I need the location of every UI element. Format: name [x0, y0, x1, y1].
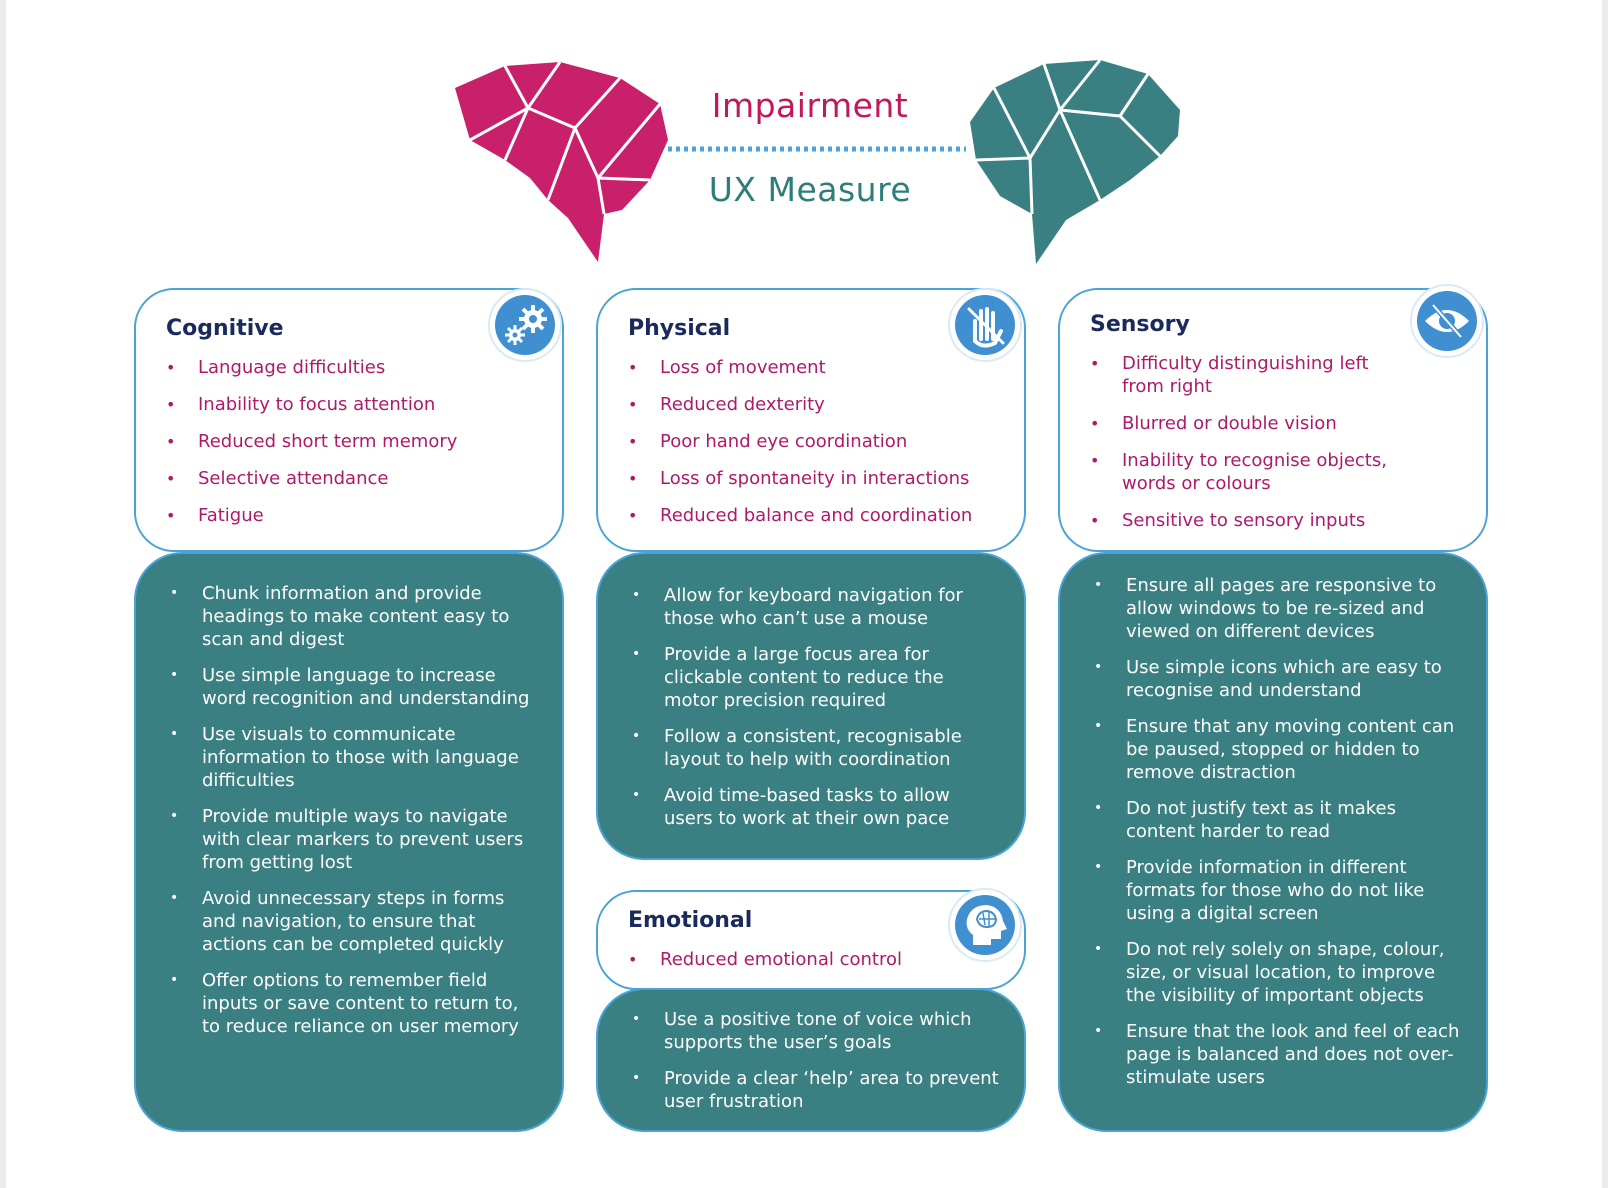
sensory-ux-box: Ensure all pages are responsive to allow…: [1058, 552, 1488, 1132]
physical-ux-list: Allow for keyboard navigation for those …: [632, 584, 1002, 830]
list-item: Provide a clear ‘help’ area to prevent u…: [632, 1067, 1002, 1113]
impairment-label: Impairment: [711, 86, 909, 125]
list-item: Reduced short term memory: [166, 430, 542, 453]
list-item: Provide information in different formats…: [1094, 856, 1464, 925]
sensory-impairment-list: Difficulty distinguishing left from righ…: [1090, 352, 1466, 532]
cognitive-impairment-box: Cognitive Language difficulties Inabilit…: [134, 288, 564, 552]
left-edge: [0, 0, 6, 1188]
header-graphic: [455, 59, 1180, 264]
cognitive-impairment-list: Language difficulties Inability to focus…: [166, 356, 542, 527]
list-item: Ensure all pages are responsive to allow…: [1094, 574, 1464, 643]
list-item: Use simple language to increase word rec…: [170, 664, 540, 710]
list-item: Use visuals to communicate information t…: [170, 723, 540, 792]
list-item: Inability to focus attention: [166, 393, 542, 416]
list-item: Chunk information and provide headings t…: [170, 582, 540, 651]
emotional-ux-box: Use a positive tone of voice which suppo…: [596, 988, 1026, 1132]
eye-slash-icon: [1410, 284, 1484, 358]
cognitive-ux-box: Chunk information and provide headings t…: [134, 552, 564, 1132]
list-item: Do not justify text as it makes content …: [1094, 797, 1464, 843]
list-item: Provide multiple ways to navigate with c…: [170, 805, 540, 874]
list-item: Provide a large focus area for clickable…: [632, 643, 1002, 712]
physical-title: Physical: [628, 316, 731, 341]
cognitive-title: Cognitive: [166, 316, 284, 341]
emotional-ux-list: Use a positive tone of voice which suppo…: [632, 1008, 1002, 1113]
cognitive-ux-list: Chunk information and provide headings t…: [170, 582, 540, 1038]
list-item: Blurred or double vision: [1090, 412, 1466, 435]
list-item: Inability to recognise objects, words or…: [1090, 449, 1466, 495]
list-item: Ensure that the look and feel of each pa…: [1094, 1020, 1464, 1089]
physical-ux-box: Allow for keyboard navigation for those …: [596, 552, 1026, 860]
list-item: Reduced dexterity: [628, 393, 1004, 416]
list-item: Fatigue: [166, 504, 542, 527]
list-item: Follow a consistent, recognisable layout…: [632, 725, 1002, 771]
hand-icon: [948, 288, 1022, 362]
list-item: Allow for keyboard navigation for those …: [632, 584, 1002, 630]
head-brain-icon: [948, 888, 1022, 962]
gears-icon: [488, 288, 562, 362]
emotional-impairment-list: Reduced emotional control: [628, 948, 1004, 971]
list-item: Avoid time-based tasks to allow users to…: [632, 784, 1002, 830]
physical-impairment-list: Loss of movement Reduced dexterity Poor …: [628, 356, 1004, 527]
sensory-title: Sensory: [1090, 312, 1190, 337]
list-item: Offer options to remember field inputs o…: [170, 969, 540, 1038]
brain-icon: [455, 61, 668, 262]
list-item: Use simple icons which are easy to recog…: [1094, 656, 1464, 702]
list-item: Reduced emotional control: [628, 948, 1004, 971]
list-item: Poor hand eye coordination: [628, 430, 1004, 453]
list-item: Reduced balance and coordination: [628, 504, 1004, 527]
list-item: Language difficulties: [166, 356, 542, 379]
sensory-ux-list: Ensure all pages are responsive to allow…: [1094, 574, 1464, 1089]
list-item: Ensure that any moving content can be pa…: [1094, 715, 1464, 784]
list-item: Do not rely solely on shape, colour, siz…: [1094, 938, 1464, 1007]
brain-icon: [970, 59, 1180, 264]
list-item: Sensitive to sensory inputs: [1090, 509, 1466, 532]
list-item: Difficulty distinguishing left from righ…: [1090, 352, 1466, 398]
list-item: Use a positive tone of voice which suppo…: [632, 1008, 1002, 1054]
list-item: Avoid unnecessary steps in forms and nav…: [170, 887, 540, 956]
list-item: Selective attendance: [166, 467, 542, 490]
emotional-title: Emotional: [628, 908, 753, 933]
ux-measure-label: UX Measure: [708, 170, 912, 209]
list-item: Loss of movement: [628, 356, 1004, 379]
right-edge: [1602, 0, 1608, 1188]
list-item: Loss of spontaneity in interactions: [628, 467, 1004, 490]
